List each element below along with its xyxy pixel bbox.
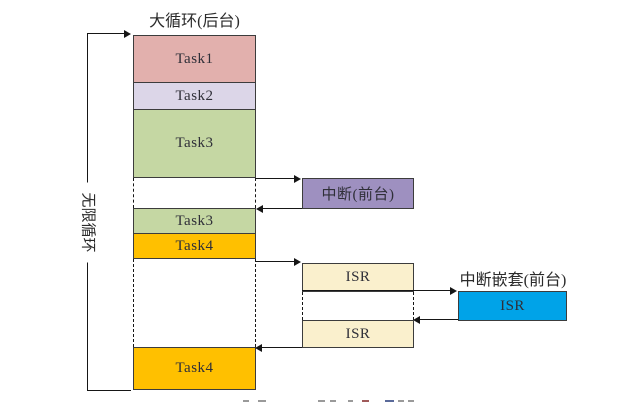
- task1-box: Task1: [133, 35, 256, 83]
- arrow-isr1-to-nested-line: [302, 290, 451, 291]
- loop-top-arrowhead-icon: [124, 30, 131, 38]
- gap1-left-dashed-line: [133, 178, 134, 208]
- arrow-isr2-return-line: [262, 347, 302, 348]
- isr2-box: ISR: [302, 320, 414, 348]
- isr-gap-left-dashed-line: [302, 292, 303, 320]
- arrow-task4-to-isr1-head-icon: [294, 258, 301, 266]
- nested-isr-box: ISR: [458, 291, 567, 321]
- arrow-isr2-return-head-icon: [255, 344, 262, 352]
- task2-box: Task2: [133, 82, 256, 110]
- gap2-left-dashed-line: [133, 259, 134, 347]
- task1-label: Task1: [175, 50, 214, 67]
- isr-gap-right-dashed-line: [413, 292, 414, 320]
- arrow-nested-return-head-icon: [413, 316, 420, 324]
- arrow-nested-return-line: [420, 319, 458, 320]
- nested-isr-label: ISR: [500, 297, 525, 314]
- task2-label: Task2: [175, 87, 214, 104]
- task4-resume-label: Task4: [175, 360, 214, 376]
- isr1-label: ISR: [345, 269, 371, 285]
- infinite-loop-label: 无限循环: [78, 182, 96, 263]
- task3-label: Task3: [175, 135, 214, 151]
- gap2-right-dashed-line: [255, 259, 256, 347]
- task3-resume-label: Task3: [175, 212, 214, 229]
- interrupt-box: 中断(前台): [302, 178, 414, 209]
- arrow-interrupt-return-line: [263, 208, 302, 209]
- arrow-isr1-to-nested-head-icon: [450, 287, 457, 295]
- task4-label: Task4: [175, 237, 214, 254]
- arrow-task4-to-isr1-line: [256, 261, 295, 262]
- task3-box: Task3: [133, 109, 256, 178]
- isr2-label: ISR: [345, 325, 371, 342]
- loop-top-line: [87, 33, 125, 34]
- arrow-interrupt-return-head-icon: [256, 205, 263, 213]
- interrupt-label: 中断(前台): [321, 187, 395, 203]
- isr1-box: ISR: [302, 263, 414, 292]
- task3-resume-box: Task3: [133, 208, 256, 234]
- nested-interrupt-title: 中断嵌套(前台): [459, 272, 567, 289]
- task4-box: Task4: [133, 233, 256, 259]
- gap1-right-dashed-line: [255, 178, 256, 208]
- background-loop-title: 大循环(后台): [149, 13, 240, 30]
- task4-resume-box: Task4: [133, 347, 256, 390]
- arrow-task3-to-interrupt-head-icon: [294, 175, 301, 183]
- arrow-task3-to-interrupt-line: [256, 178, 295, 179]
- loop-bottom-line: [87, 390, 131, 391]
